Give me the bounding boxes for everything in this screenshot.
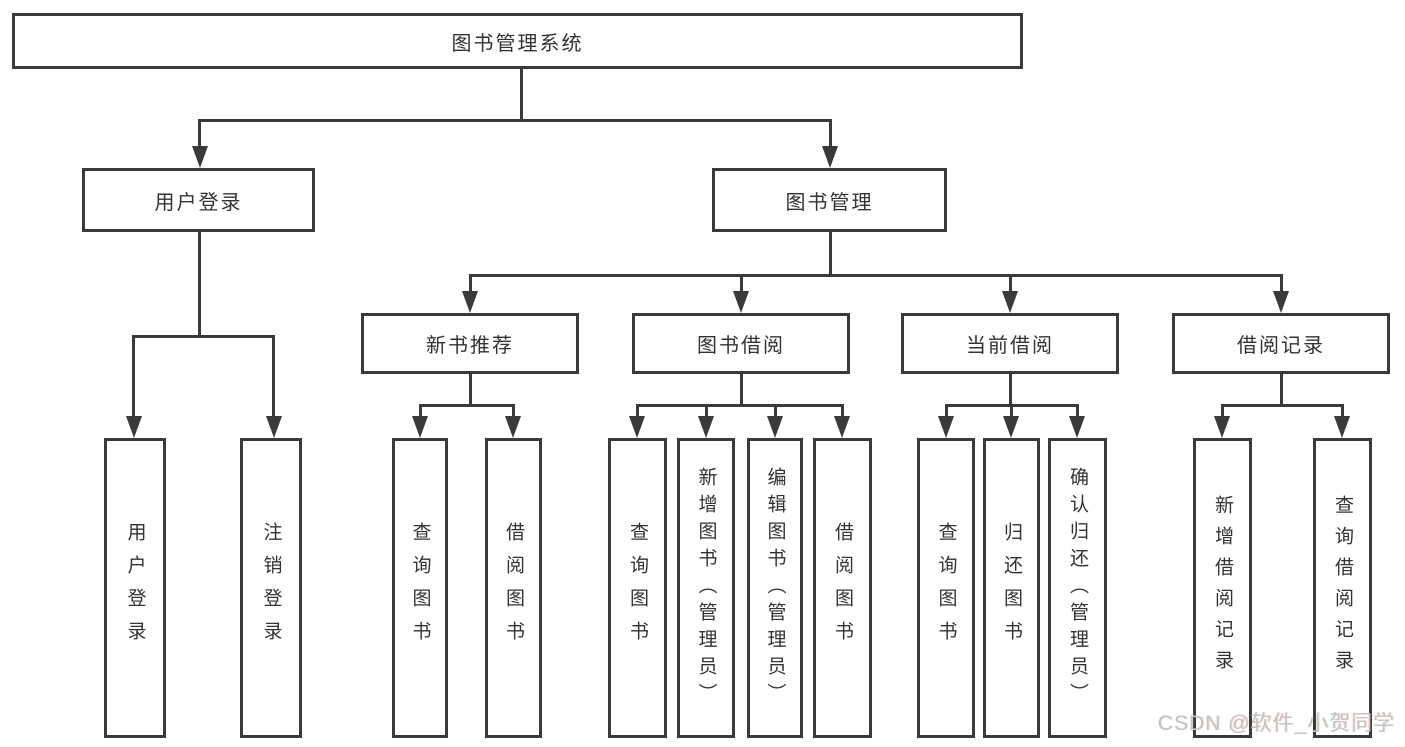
connector-line — [841, 404, 844, 418]
arrow-down-icon — [192, 146, 208, 168]
connector-line — [419, 404, 422, 418]
leaf-query-borrow-record: 查询借阅记录 — [1313, 438, 1372, 738]
arrow-down-icon — [938, 416, 954, 438]
arrow-down-icon — [834, 416, 850, 438]
node-root-system: 图书管理系统 — [12, 13, 1023, 69]
leaf-query-books-borrow: 查询图书 — [608, 438, 667, 738]
arrow-down-icon — [1069, 416, 1085, 438]
leaf-logout: 注销登录 — [240, 438, 302, 738]
node-label: 图书管理 — [785, 191, 874, 214]
node-label: 新书推荐 — [426, 335, 514, 357]
connector-line — [1341, 404, 1344, 418]
connector-line — [198, 119, 201, 148]
node-user-login-branch: 用户登录 — [82, 168, 315, 232]
arrow-down-icon — [126, 416, 142, 438]
connector-line — [705, 404, 708, 418]
arrow-down-icon — [505, 416, 521, 438]
csdn-watermark: CSDN @软件_小贺同学 — [1157, 712, 1395, 735]
connector-line — [945, 404, 948, 418]
node-label: 借阅图书 — [832, 522, 853, 654]
connector-line — [1009, 274, 1012, 293]
connector-line — [1076, 404, 1079, 418]
node-label: 查询借阅记录 — [1332, 495, 1353, 681]
connector-line — [419, 404, 515, 407]
leaf-query-books-current: 查询图书 — [917, 438, 975, 738]
connector-line — [132, 335, 135, 418]
connector-line — [774, 404, 777, 418]
connector-line — [520, 68, 523, 120]
connector-line — [1221, 404, 1344, 407]
node-label: 新增借阅记录 — [1212, 495, 1233, 681]
leaf-borrow-books: 借阅图书 — [813, 438, 872, 738]
node-label: 用户登录 — [124, 522, 146, 654]
arrow-down-icon — [462, 291, 478, 313]
node-label: 借阅记录 — [1237, 335, 1325, 357]
node-label: 借阅图书 — [503, 522, 524, 654]
leaf-confirm-return-admin: 确认归还（管理员） — [1048, 438, 1107, 738]
node-label: 查询图书 — [409, 522, 431, 654]
node-label: 用户登录 — [154, 191, 243, 214]
leaf-query-books-recommend: 查询图书 — [392, 438, 448, 738]
node-label: 归还图书 — [1001, 522, 1022, 654]
connector-line — [469, 372, 472, 406]
node-label: 查询图书 — [627, 522, 648, 654]
connector-line — [198, 231, 201, 335]
arrow-down-icon — [822, 146, 838, 168]
connector-line — [636, 404, 844, 407]
connector-line — [512, 404, 515, 418]
connector-line — [1221, 404, 1224, 418]
connector-line — [1280, 372, 1283, 406]
node-label: 图书管理系统 — [451, 32, 584, 55]
node-book-management: 图书管理 — [712, 168, 947, 232]
arrow-down-icon — [733, 291, 749, 313]
connector-line — [636, 404, 639, 418]
node-label: 查询图书 — [935, 522, 957, 654]
node-label: 当前借阅 — [966, 335, 1054, 357]
node-new-book-recommend: 新书推荐 — [361, 313, 579, 374]
arrow-down-icon — [1214, 416, 1230, 438]
node-label: 注销登录 — [260, 522, 282, 654]
connector-line — [740, 274, 743, 293]
leaf-borrow-books-recommend: 借阅图书 — [485, 438, 542, 738]
connector-line — [1009, 372, 1012, 406]
arrow-down-icon — [1003, 416, 1019, 438]
node-label: 确认归还（管理员） — [1067, 466, 1088, 710]
connector-line — [829, 231, 832, 276]
connector-line — [740, 372, 743, 406]
node-book-borrow: 图书借阅 — [632, 313, 850, 374]
connector-line — [272, 335, 275, 418]
connector-line — [1010, 404, 1013, 418]
leaf-return-books: 归还图书 — [983, 438, 1040, 738]
node-label: 图书借阅 — [697, 335, 785, 357]
arrow-down-icon — [266, 416, 282, 438]
arrow-down-icon — [412, 416, 428, 438]
leaf-add-books-admin: 新增图书（管理员） — [677, 438, 735, 738]
node-borrow-records: 借阅记录 — [1172, 313, 1390, 374]
connector-line — [829, 119, 832, 148]
arrow-down-icon — [1334, 416, 1350, 438]
node-label: 编辑图书（管理员） — [764, 466, 786, 710]
leaf-add-borrow-record: 新增借阅记录 — [1193, 438, 1252, 738]
node-current-borrow: 当前借阅 — [901, 313, 1119, 374]
arrow-down-icon — [1002, 291, 1018, 313]
node-label: 新增图书（管理员） — [695, 466, 717, 710]
arrow-down-icon — [1273, 291, 1289, 313]
arrow-down-icon — [698, 416, 714, 438]
arrow-down-icon — [767, 416, 783, 438]
connector-line — [1280, 274, 1283, 293]
leaf-user-login: 用户登录 — [104, 438, 166, 738]
arrow-down-icon — [629, 416, 645, 438]
connector-line — [469, 274, 1283, 277]
connector-line — [198, 119, 832, 122]
leaf-edit-books-admin: 编辑图书（管理员） — [747, 438, 803, 738]
connector-line — [469, 274, 472, 293]
connector-line — [132, 335, 275, 338]
